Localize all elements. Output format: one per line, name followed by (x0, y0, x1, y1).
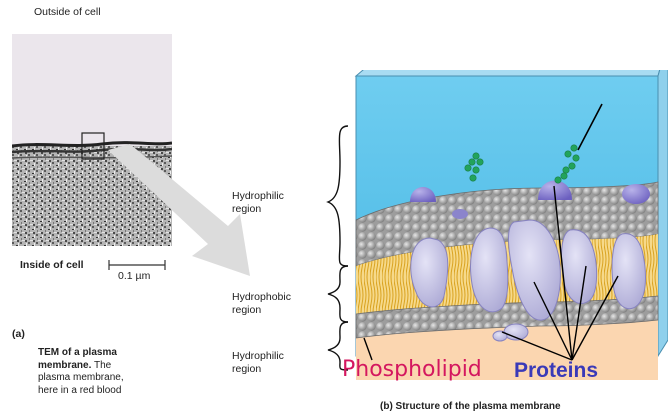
region-label-middle: Hydrophobic region (232, 291, 291, 317)
tem-caption-rest-3: here in a red blood (38, 385, 121, 396)
region-bottom-line1: Hydrophilic (232, 350, 284, 363)
region-top-line1: Hydrophilic (232, 190, 284, 203)
tem-caption-rest-2: plasma membrane, (38, 372, 124, 383)
region-label-top: Hydrophilic region (232, 190, 284, 216)
membrane-diagram (340, 70, 668, 400)
region-middle-line2: region (232, 304, 291, 317)
inside-of-cell-label: Inside of cell (20, 259, 84, 272)
outside-of-cell-label: Outside of cell (34, 6, 101, 19)
region-middle-line1: Hydrophobic (232, 291, 291, 304)
panel-b-caption: (b) Structure of the plasma membrane (380, 401, 561, 413)
region-bottom-line2: region (232, 363, 284, 376)
tem-caption: TEM of a plasma membrane. The plasma mem… (38, 347, 158, 414)
region-label-bottom: Hydrophilic region (232, 350, 284, 376)
panel-a-label: (a) (12, 328, 25, 341)
region-top-line2: region (232, 203, 284, 216)
phospholipid-label: Phospholipid (342, 357, 482, 383)
tem-caption-rest-1: The (91, 360, 111, 371)
proteins-label: Proteins (514, 358, 598, 384)
